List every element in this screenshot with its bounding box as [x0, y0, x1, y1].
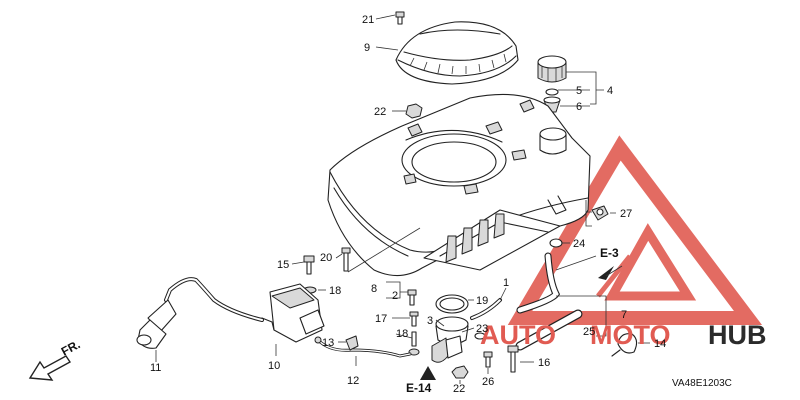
washer-part-18-lower: [408, 331, 420, 356]
callout-labels: 21 9 4 5 6 22 27 24 20 15 18 8 2 1 19 7 …: [150, 14, 666, 395]
callout-19: 19: [476, 295, 488, 307]
callout-8: 8: [371, 283, 377, 295]
washer-part-23: [474, 332, 486, 340]
ref-arrow-e3: [598, 265, 623, 280]
callout-27: 27: [620, 208, 632, 220]
callout-22-upper: 22: [374, 106, 386, 118]
o-ring-part-19: [435, 294, 469, 314]
diagram-code: VA48E1203C: [672, 378, 732, 389]
washer-part-24: [549, 238, 563, 248]
callout-20: 20: [320, 252, 332, 264]
callout-12: 12: [347, 375, 359, 387]
callout-14: 14: [654, 338, 666, 350]
callout-1: 1: [503, 277, 509, 289]
nut-part-22-upper: [405, 103, 423, 119]
nut-part-22-lower: [451, 365, 469, 379]
fuel-tube-part-25: [515, 309, 583, 351]
bolt-part-26: [483, 351, 493, 368]
fuel-tube-part-1: [470, 252, 561, 320]
watermark-hub: HUB: [708, 320, 767, 350]
callout-3: 3: [427, 315, 433, 327]
ground-wire-part-12: [314, 336, 412, 358]
callout-5: 5: [576, 85, 582, 97]
bolt-part-15: [303, 255, 315, 275]
callout-16: 16: [538, 357, 550, 369]
ignition-lead-wire: [164, 277, 264, 322]
callout-18-upper: 18: [329, 285, 341, 297]
watermark-auto: AUTO: [480, 320, 556, 350]
callout-18-lower: 18: [396, 328, 408, 340]
callout-4: 4: [607, 85, 613, 97]
callout-25: 25: [583, 326, 595, 338]
bolt-part-17: [409, 311, 419, 327]
fan-cover-part-9: [395, 21, 519, 85]
bolt-part-16: [507, 345, 519, 373]
watermark-triangle-logo: [507, 135, 763, 325]
callout-7: 7: [621, 309, 627, 321]
callout-26: 26: [482, 376, 494, 388]
bolt-part-2: [407, 289, 417, 306]
watermark-moto: MOTO: [590, 320, 671, 350]
callout-21: 21: [362, 14, 374, 26]
screw-part-21: [395, 11, 405, 25]
watermark-text: AUTO MOTO HUB: [480, 320, 767, 350]
front-label: FR.: [59, 337, 83, 358]
callout-13: 13: [322, 337, 334, 349]
callout-10: 10: [268, 360, 280, 372]
callout-6: 6: [576, 101, 582, 113]
screw-part-13: [345, 335, 359, 351]
o-ring-part-5: [545, 88, 559, 96]
callout-22-lower: 22: [453, 383, 465, 395]
oil-filler-cap-part-4: [537, 55, 567, 83]
ref-label-e14: E-14: [406, 381, 432, 395]
callout-23: 23: [476, 323, 488, 335]
bolt-part-20: [341, 247, 351, 272]
callout-2: 2: [392, 290, 398, 302]
fuel-strainer-part-3: [431, 316, 469, 363]
callout-17: 17: [375, 313, 387, 325]
ignition-coil-part-10: [261, 283, 325, 343]
spark-plug-cap-part-11: [136, 299, 177, 349]
ref-arrow-e14: [420, 366, 436, 380]
tube-clamp-part-14: [611, 333, 638, 357]
clamp-part-27: [591, 205, 609, 221]
fuel-tank-body: [327, 93, 591, 277]
callout-11: 11: [150, 362, 161, 374]
front-direction-arrow-icon: [28, 355, 72, 381]
ref-label-e3: E-3: [600, 246, 619, 260]
callout-24: 24: [573, 238, 585, 250]
callout-15: 15: [277, 259, 289, 271]
callout-9: 9: [364, 42, 370, 54]
